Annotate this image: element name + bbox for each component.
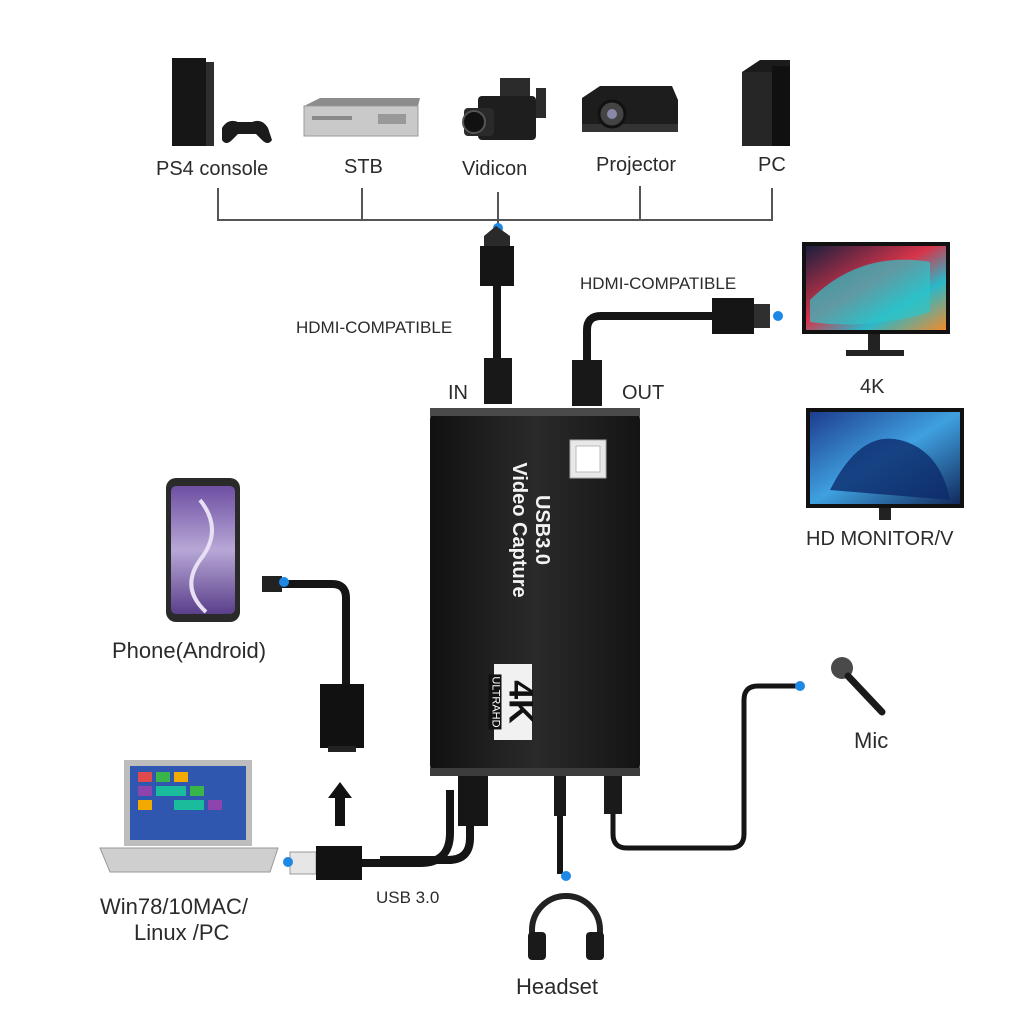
source-label-projector: Projector — [596, 154, 677, 176]
device-title-line2: Video Capture — [508, 462, 530, 598]
source-label-ps4: PS4 console — [156, 158, 269, 180]
out-connector-dot — [773, 311, 783, 321]
source-label-stb: STB — [344, 156, 383, 178]
badge-ultrahd-text: ULTRAHD — [488, 674, 502, 730]
monitor-4k-label: 4K — [860, 376, 885, 398]
headset-cable — [554, 776, 566, 874]
phone-icon — [166, 478, 240, 622]
capture-device — [430, 408, 640, 776]
hdmi-out-cable — [572, 298, 770, 406]
pc-tower-icon — [742, 60, 790, 146]
hdmi-in-cable — [480, 226, 514, 404]
mic-connector-dot — [795, 681, 805, 691]
monitor-hd-label: HD MONITOR/V — [806, 528, 954, 550]
badge-4k-text: 4K — [501, 680, 540, 724]
mic-cable — [604, 683, 798, 851]
headset-icon — [528, 893, 604, 960]
port-out-label: OUT — [622, 382, 665, 404]
ps4-console-icon — [172, 58, 272, 146]
laptop-label-line1: Win78/10MAC/ — [100, 894, 248, 919]
source-label-vidicon: Vidicon — [462, 158, 528, 180]
mic-label: Mic — [854, 728, 889, 753]
laptop-connector-dot — [283, 857, 293, 867]
projector-icon — [582, 86, 678, 132]
monitor-hd-icon — [806, 408, 964, 520]
arrow-up-icon — [328, 782, 352, 826]
microphone-icon — [831, 657, 886, 716]
stb-icon — [303, 98, 420, 137]
usb-label: USB 3.0 — [376, 888, 440, 907]
monitor-4k-icon — [802, 242, 950, 356]
port-in-label: IN — [448, 382, 468, 404]
laptop-icon — [99, 760, 279, 873]
device-text: USB3.0 Video Capture — [507, 462, 553, 597]
hdmi-in-label: HDMI-COMPATIBLE — [296, 318, 453, 337]
laptop-label-line2: Linux /PC — [134, 920, 230, 945]
source-label-pc: PC — [758, 154, 786, 176]
headset-connector-dot — [561, 871, 571, 881]
otg-cable — [262, 576, 364, 752]
device-4k-badge: 4K ULTRAHD — [488, 674, 540, 730]
source-bus-lines — [217, 186, 773, 230]
device-title-line1: USB3.0 — [531, 494, 553, 566]
phone-label: Phone(Android) — [112, 638, 267, 663]
phone-connector-dot — [279, 577, 289, 587]
usb-cable — [289, 776, 488, 880]
hdmi-out-label: HDMI-COMPATIBLE — [580, 274, 737, 293]
headset-label: Headset — [516, 974, 598, 999]
vidicon-icon — [462, 78, 546, 140]
